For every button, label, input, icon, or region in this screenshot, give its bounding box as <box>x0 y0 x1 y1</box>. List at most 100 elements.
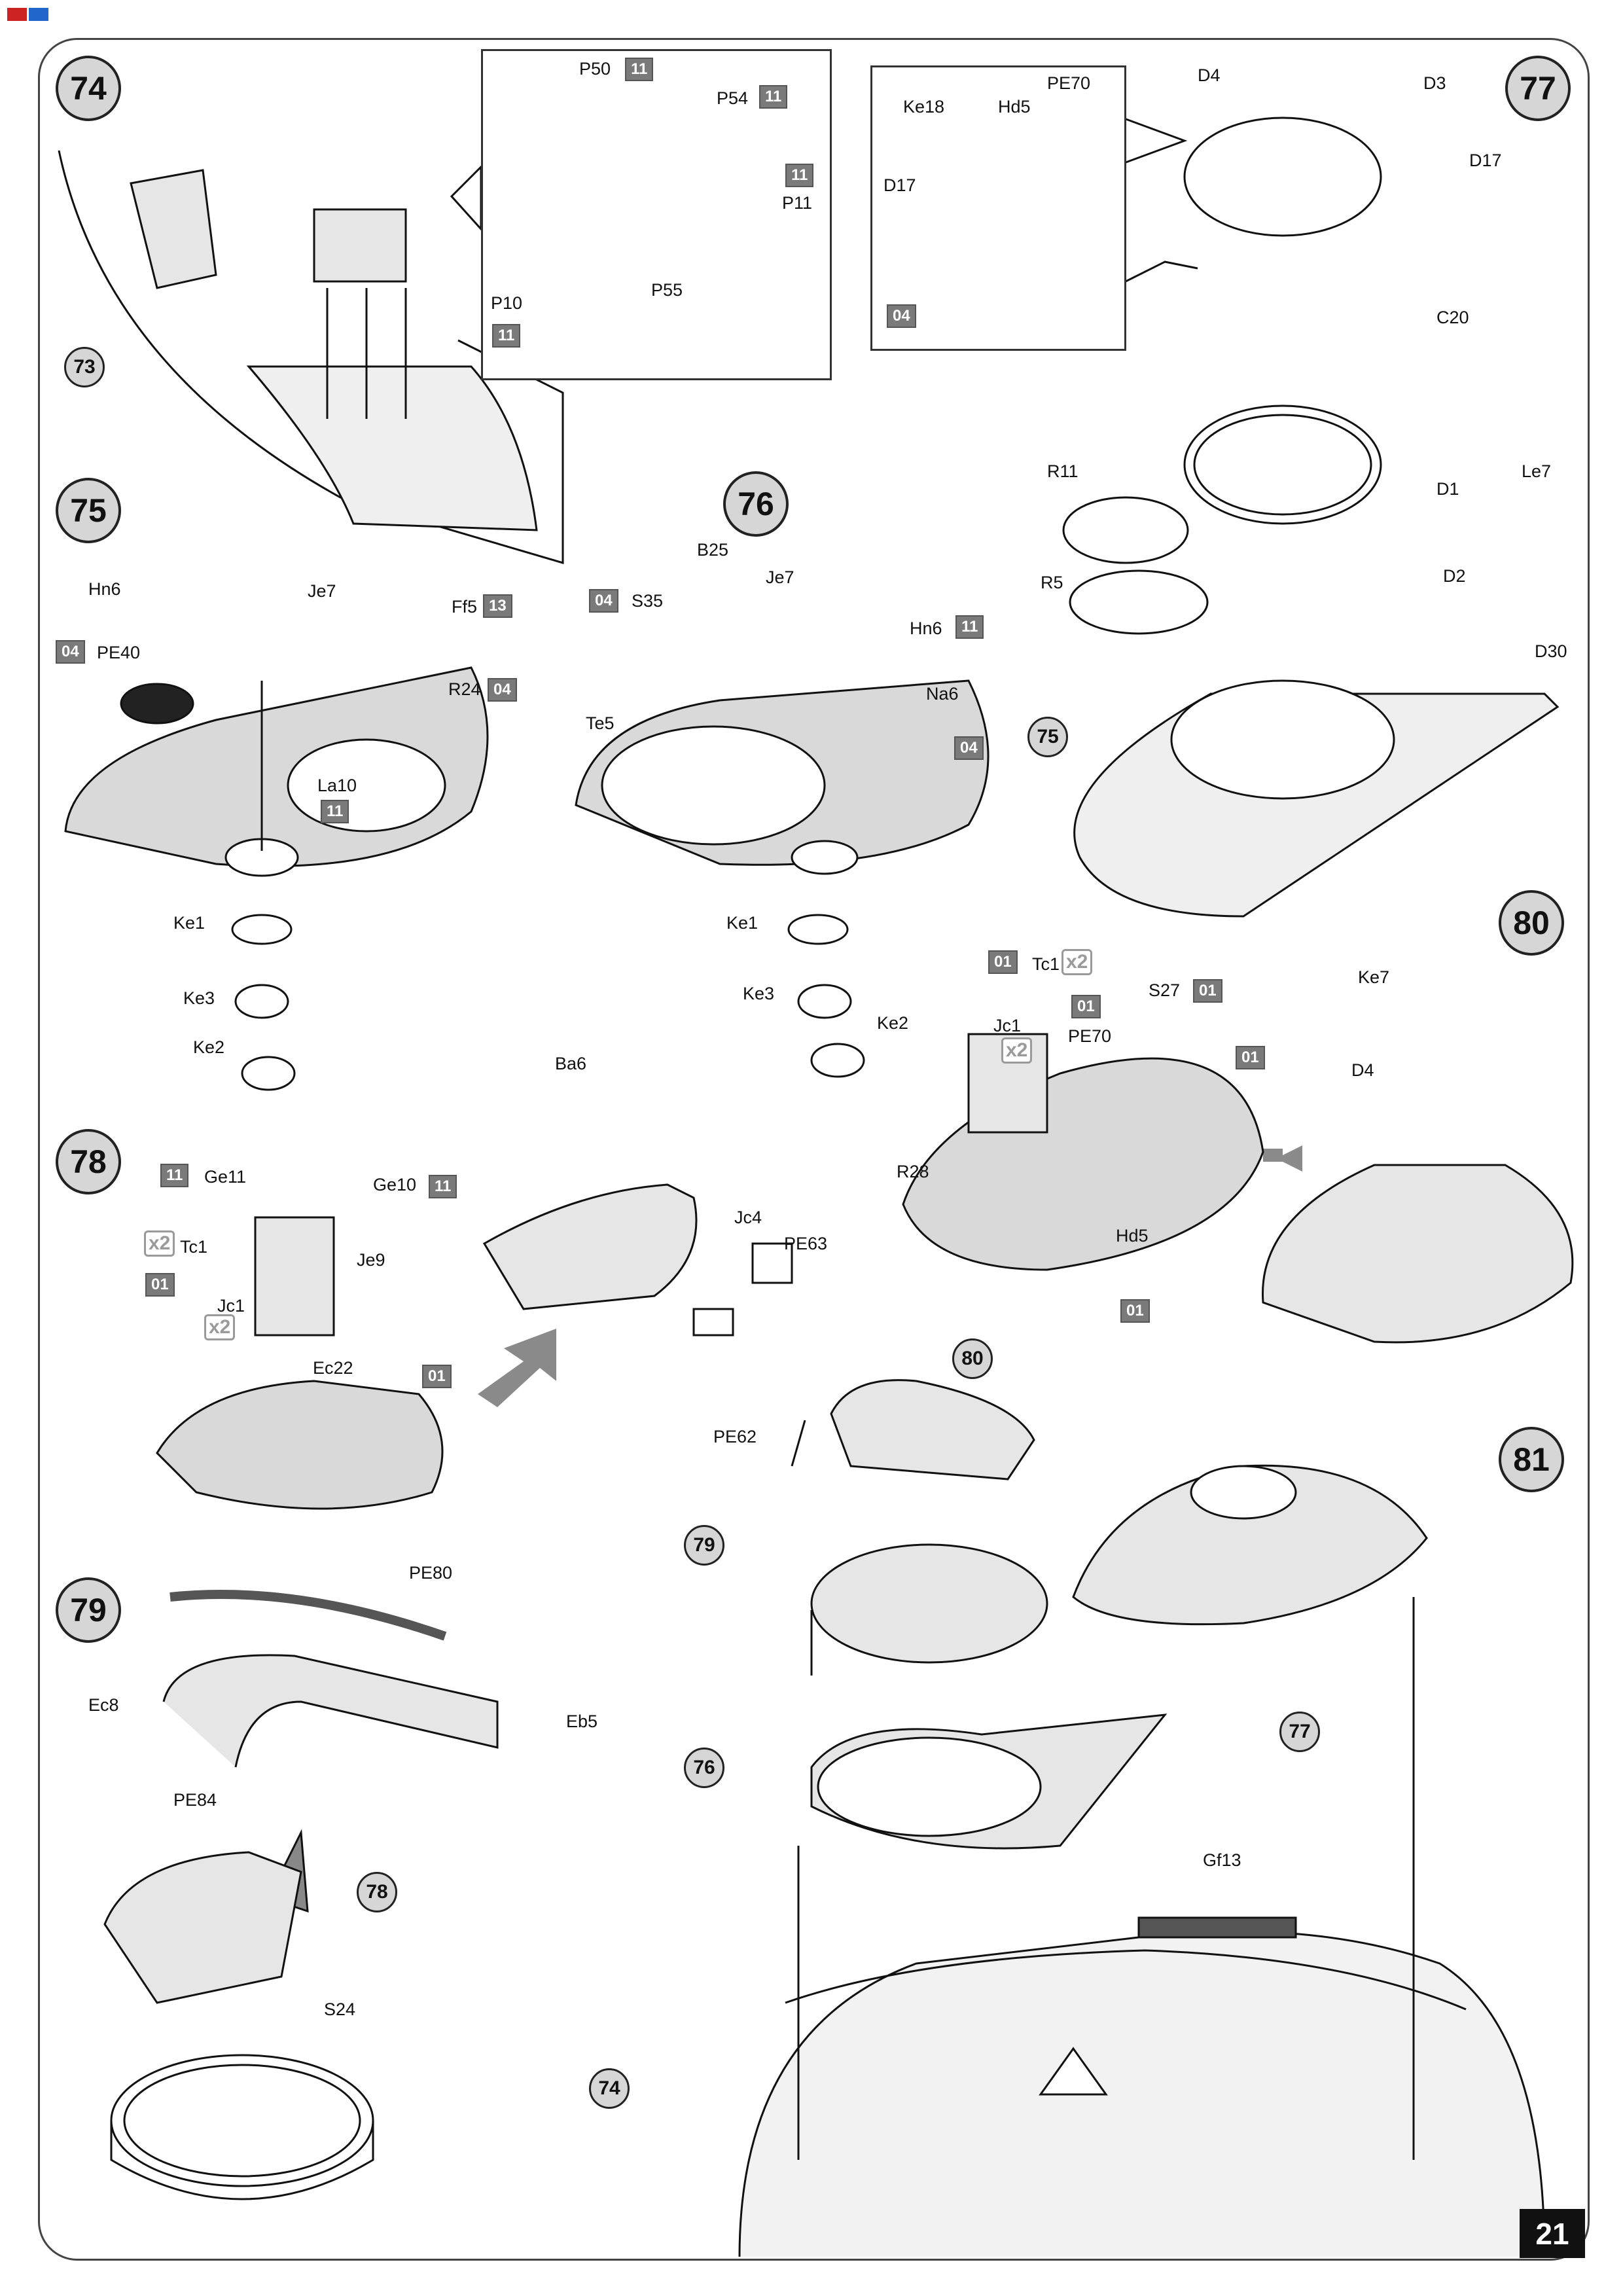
label-S35: S35 <box>632 591 664 611</box>
label-D4: D4 <box>1198 65 1221 85</box>
tag-01: 01 <box>422 1365 452 1388</box>
ref-step-79: 79 <box>684 1525 724 1566</box>
step-number-80: 80 <box>1499 890 1564 956</box>
label-PE84: PE84 <box>173 1790 217 1810</box>
step-number-81: 81 <box>1499 1427 1564 1492</box>
label-Je7: Je7 <box>766 567 794 587</box>
label-Hd5: Hd5 <box>998 97 1031 117</box>
tag-04: 04 <box>589 589 618 613</box>
label-Ke7: Ke7 <box>1358 967 1390 987</box>
label-R28: R28 <box>897 1162 929 1181</box>
label-Ge11: Ge11 <box>204 1167 247 1187</box>
tag-11: 11 <box>429 1175 457 1198</box>
publisher-logo <box>5 5 51 25</box>
label-D17: D17 <box>883 175 916 195</box>
label-Ke1: Ke1 <box>173 913 205 933</box>
label-D1: D1 <box>1436 479 1459 499</box>
label-D3: D3 <box>1423 73 1446 93</box>
tag-04: 04 <box>954 736 984 760</box>
quantity-x2-badge: x2 <box>1001 1037 1033 1064</box>
label-Na6: Na6 <box>926 684 959 704</box>
label-Ec8: Ec8 <box>88 1695 119 1715</box>
label-Jc1: Jc1 <box>993 1016 1022 1035</box>
tag-04: 04 <box>488 678 517 702</box>
step-number-76: 76 <box>723 471 789 537</box>
tag-11: 11 <box>492 324 521 348</box>
tag-11: 11 <box>785 164 814 187</box>
label-Ke3: Ke3 <box>743 984 775 1003</box>
label-P11: P11 <box>782 193 813 213</box>
label-Ba6: Ba6 <box>555 1054 587 1073</box>
label-Gf13: Gf13 <box>1203 1850 1241 1870</box>
label-Eb5: Eb5 <box>566 1712 598 1731</box>
label-PE80: PE80 <box>409 1563 453 1583</box>
label-Ke2: Ke2 <box>193 1037 225 1057</box>
label-Le7: Le7 <box>1522 461 1552 481</box>
label-PE40: PE40 <box>97 643 141 662</box>
label-P50: P50 <box>579 59 611 79</box>
tag-01: 01 <box>1193 979 1222 1003</box>
tag-11: 11 <box>625 58 654 81</box>
ref-step-78: 78 <box>357 1872 397 1912</box>
label-Te5: Te5 <box>586 713 615 733</box>
label-Ke3: Ke3 <box>183 988 215 1008</box>
label-D17: D17 <box>1469 151 1502 170</box>
label-P10: P10 <box>491 293 523 313</box>
label-Jc1: Jc1 <box>217 1296 245 1316</box>
label-Ke18: Ke18 <box>903 97 945 117</box>
label-R11: R11 <box>1047 461 1079 481</box>
label-D4: D4 <box>1351 1060 1374 1080</box>
label-La10: La10 <box>317 776 357 795</box>
label-Je7: Je7 <box>308 581 336 601</box>
label-Tc1: Tc1 <box>1032 954 1060 974</box>
label-R5: R5 <box>1041 573 1063 592</box>
page-frame <box>38 38 1590 2261</box>
label-Jc4: Jc4 <box>734 1208 762 1227</box>
quantity-x2-badge: x2 <box>144 1230 175 1257</box>
tag-11: 11 <box>759 85 788 109</box>
ref-step-74: 74 <box>589 2068 630 2109</box>
ref-step-76: 76 <box>684 1748 724 1788</box>
tag-01: 01 <box>1071 995 1101 1018</box>
label-PE70: PE70 <box>1068 1026 1112 1046</box>
tag-01: 01 <box>988 950 1018 974</box>
label-D2: D2 <box>1443 566 1466 586</box>
ref-step-77: 77 <box>1279 1712 1320 1752</box>
label-Ke1: Ke1 <box>726 913 758 933</box>
label-Hn6: Hn6 <box>910 619 942 638</box>
label-PE62: PE62 <box>713 1427 757 1446</box>
label-Ff5: Ff5 <box>452 597 478 617</box>
ref-step-80: 80 <box>952 1338 993 1379</box>
ref-step-73: 73 <box>64 347 105 387</box>
tag-04: 04 <box>887 304 916 328</box>
tag-01: 01 <box>1120 1299 1150 1323</box>
ref-step-75: 75 <box>1027 717 1068 757</box>
tag-13: 13 <box>483 594 512 618</box>
label-P54: P54 <box>717 88 749 108</box>
label-B25: B25 <box>697 540 729 560</box>
label-PE70: PE70 <box>1047 73 1091 93</box>
label-Je9: Je9 <box>357 1250 385 1270</box>
label-Ge10: Ge10 <box>373 1175 417 1194</box>
label-S24: S24 <box>324 2000 356 2019</box>
label-Hn6: Hn6 <box>88 579 121 599</box>
step-number-74: 74 <box>56 56 121 121</box>
label-D30: D30 <box>1535 641 1567 661</box>
label-Tc1: Tc1 <box>180 1237 208 1257</box>
step-number-75: 75 <box>56 478 121 543</box>
tag-01: 01 <box>145 1273 175 1297</box>
tag-11: 11 <box>955 615 984 639</box>
step-number-79: 79 <box>56 1577 121 1643</box>
tag-04: 04 <box>56 640 85 664</box>
quantity-x2-badge: x2 <box>204 1314 236 1340</box>
tag-11: 11 <box>321 800 349 823</box>
label-S27: S27 <box>1149 980 1181 1000</box>
label-R24: R24 <box>448 679 481 699</box>
label-P55: P55 <box>651 280 683 300</box>
label-Ec22: Ec22 <box>313 1358 353 1378</box>
label-Hd5: Hd5 <box>1116 1226 1149 1246</box>
step-number-78: 78 <box>56 1129 121 1194</box>
label-Ke2: Ke2 <box>877 1013 909 1033</box>
quantity-x2-badge: x2 <box>1061 949 1093 975</box>
